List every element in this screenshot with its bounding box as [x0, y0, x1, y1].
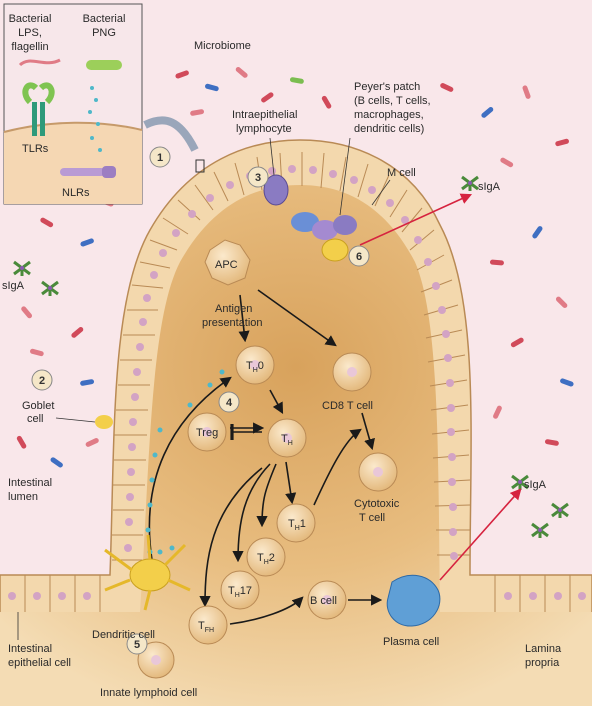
- peyers-line2: (B cells, T cells,: [354, 95, 431, 107]
- antigen-line2: presentation: [202, 317, 263, 329]
- dendritic-cell-label: Dendritic cell: [92, 629, 155, 641]
- peyers-line3: macrophages,: [354, 109, 424, 121]
- apc-cell: [204, 239, 251, 286]
- goblet-line2: cell: [27, 413, 44, 425]
- step-2: 2: [39, 375, 45, 387]
- step-1: 1: [157, 152, 163, 164]
- lamina-line1: Lamina: [525, 643, 562, 655]
- th1-label: TH1: [288, 518, 306, 532]
- inset-lps-line1: Bacterial: [9, 13, 52, 25]
- th1-cell: [276, 503, 316, 543]
- antigen-line1: Antigen: [215, 303, 252, 315]
- tlr-icon: [22, 82, 55, 136]
- siga-label-left: sIgA: [2, 280, 25, 292]
- inset-lps-line3: flagellin: [11, 41, 48, 53]
- treg-label: Treg: [196, 427, 218, 439]
- step-badges: 1 2 3 4 5 6: [31, 146, 370, 655]
- cytotoxic-line2: T cell: [359, 512, 385, 524]
- plasma-cell: [386, 574, 441, 627]
- innate-lymphoid-label: Innate lymphoid cell: [100, 687, 197, 699]
- inset-lps-line2: LPS,: [18, 27, 42, 39]
- siga-label-top: sIgA: [478, 181, 501, 193]
- inset-membrane: [4, 122, 142, 204]
- png-dots: [88, 86, 102, 152]
- inset-tlrs-label: TLRs: [22, 143, 49, 155]
- plasma-cell-label: Plasma cell: [383, 636, 439, 648]
- tfh-cell: [188, 605, 228, 645]
- siga-label-right: sIgA: [524, 479, 547, 491]
- tfh-label: TFH: [198, 620, 214, 634]
- immune-cells: [104, 345, 441, 679]
- flagellin-icon: [18, 58, 61, 67]
- siga-clusters: [13, 175, 569, 538]
- th-label: TH: [281, 433, 293, 447]
- labels: Microbiome Peyer's patch (B cells, T cel…: [2, 40, 562, 699]
- inset-png-line2: PNG: [92, 27, 116, 39]
- peyers-line1: Peyer's patch: [354, 81, 420, 93]
- epithelial-line1: Intestinal: [8, 643, 52, 655]
- th2-cell: [246, 537, 286, 577]
- inset-nlrs-label: NLRs: [62, 187, 90, 199]
- nlr-icon: [60, 166, 116, 178]
- bacterium-png-icon: [86, 60, 122, 70]
- step-4: 4: [226, 397, 233, 409]
- th2-label: TH2: [257, 552, 275, 566]
- epithelial-cells: [24, 152, 571, 612]
- epithelial-line2: epithelial cell: [8, 657, 71, 669]
- th17-label: TH17: [228, 585, 252, 599]
- inset-link-arrow: [143, 116, 199, 152]
- inset-source-box: [195, 159, 205, 173]
- lumen-line2: lumen: [8, 491, 38, 503]
- lamina-line2: propria: [525, 657, 560, 669]
- step-3: 3: [255, 172, 261, 184]
- cytokine-dots: [145, 369, 225, 555]
- apc-label: APC: [215, 259, 238, 271]
- receptor-inset: Bacterial LPS, flagellin Bacterial PNG T…: [3, 3, 143, 205]
- pathway-arrows: [148, 289, 383, 625]
- peyers-patch: [291, 212, 357, 262]
- cytotoxic-line1: Cytotoxic: [354, 498, 400, 510]
- microbiome-label: Microbiome: [194, 40, 251, 52]
- goblet-line1: Goblet: [22, 400, 54, 412]
- goblet-cell: [95, 415, 113, 429]
- step-5: 5: [134, 639, 140, 651]
- step-6: 6: [356, 251, 362, 263]
- inset-png-line1: Bacterial: [83, 13, 126, 25]
- th0-label: TH0: [246, 360, 264, 374]
- lumen-line1: Intestinal: [8, 477, 52, 489]
- b-cell-label: B cell: [310, 595, 337, 607]
- peyers-line4: dendritic cells): [354, 123, 424, 135]
- intraepithelial-line2: lymphocyte: [236, 123, 292, 135]
- cd8-label: CD8 T cell: [322, 400, 373, 412]
- siga-arrows: [359, 193, 522, 581]
- m-cell-label: M cell: [387, 167, 416, 179]
- epithelial-nuclei: [8, 165, 586, 600]
- th17-cell: [220, 570, 260, 610]
- dendritic-cell: [104, 534, 191, 611]
- intraepithelial-lymphocyte: [263, 174, 289, 206]
- intraepithelial-line1: Intraepithelial: [232, 109, 297, 121]
